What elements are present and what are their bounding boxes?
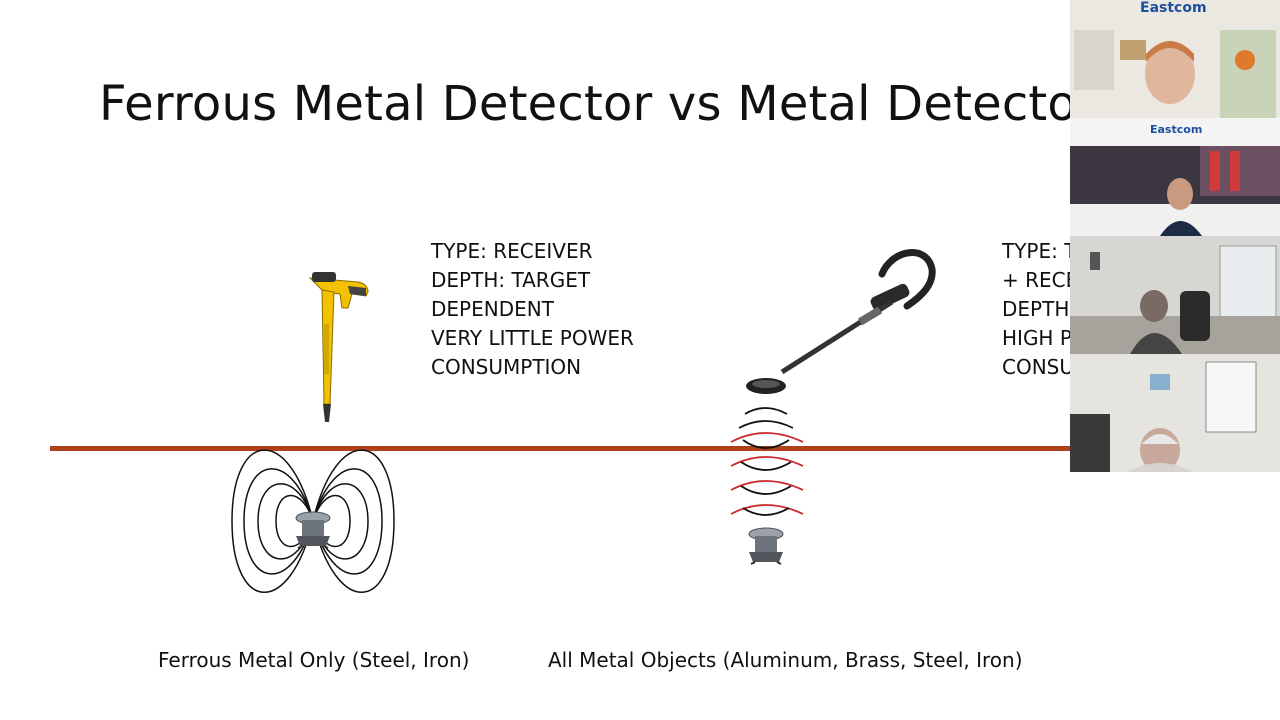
- presenter-background: [1070, 0, 1280, 146]
- metal-detector-specs: TYPE: T + RECE DEPTH HIGH P CONSU: [1002, 237, 1078, 382]
- participant-video-frame: [1070, 146, 1280, 236]
- spec-line: CONSUMPTION: [431, 355, 582, 379]
- metal-caption: All Metal Objects (Aluminum, Brass, Stee…: [548, 648, 1023, 672]
- participant-video-frame: [1070, 236, 1280, 354]
- participant-tile[interactable]: [1070, 354, 1280, 472]
- presenter-banner: Eastcom: [1140, 0, 1207, 16]
- spec-line: DEPTH: [1002, 297, 1070, 321]
- spec-line: DEPTH: TARGET: [431, 268, 591, 292]
- buried-valve-icon: [748, 527, 784, 565]
- participant-video-frame: [1070, 354, 1280, 472]
- participant-tile[interactable]: [1070, 146, 1280, 236]
- ground-line: [50, 446, 1080, 451]
- video-participants-panel: Eastcom Eastcom: [1070, 0, 1280, 472]
- spec-line: + RECE: [1002, 268, 1079, 292]
- magnetic-field-lines: [231, 449, 395, 593]
- spec-line: TYPE: T: [1002, 239, 1077, 263]
- spec-line: VERY LITTLE POWER: [431, 326, 634, 350]
- spec-line: TYPE: RECEIVER: [431, 239, 593, 263]
- presenter-sub-banner: Eastcom: [1150, 123, 1203, 136]
- spec-line: DEPENDENT: [431, 297, 554, 321]
- metal-detector-icon: [746, 249, 936, 394]
- ferrous-caption: Ferrous Metal Only (Steel, Iron): [158, 648, 470, 672]
- participant-tile[interactable]: [1070, 236, 1280, 354]
- buried-valve-icon: [295, 511, 331, 549]
- detector-signal-waves: [730, 407, 804, 516]
- spec-line: CONSU: [1002, 355, 1075, 379]
- ferrous-locator-icon: [308, 272, 369, 422]
- spec-line: HIGH P: [1002, 326, 1072, 350]
- ferrous-detector-specs: TYPE: RECEIVER DEPTH: TARGET DEPENDENT V…: [431, 237, 634, 382]
- slide-title: Ferrous Metal Detector vs Metal Detector: [99, 76, 1097, 132]
- participant-tile-presenter[interactable]: Eastcom Eastcom: [1070, 0, 1280, 146]
